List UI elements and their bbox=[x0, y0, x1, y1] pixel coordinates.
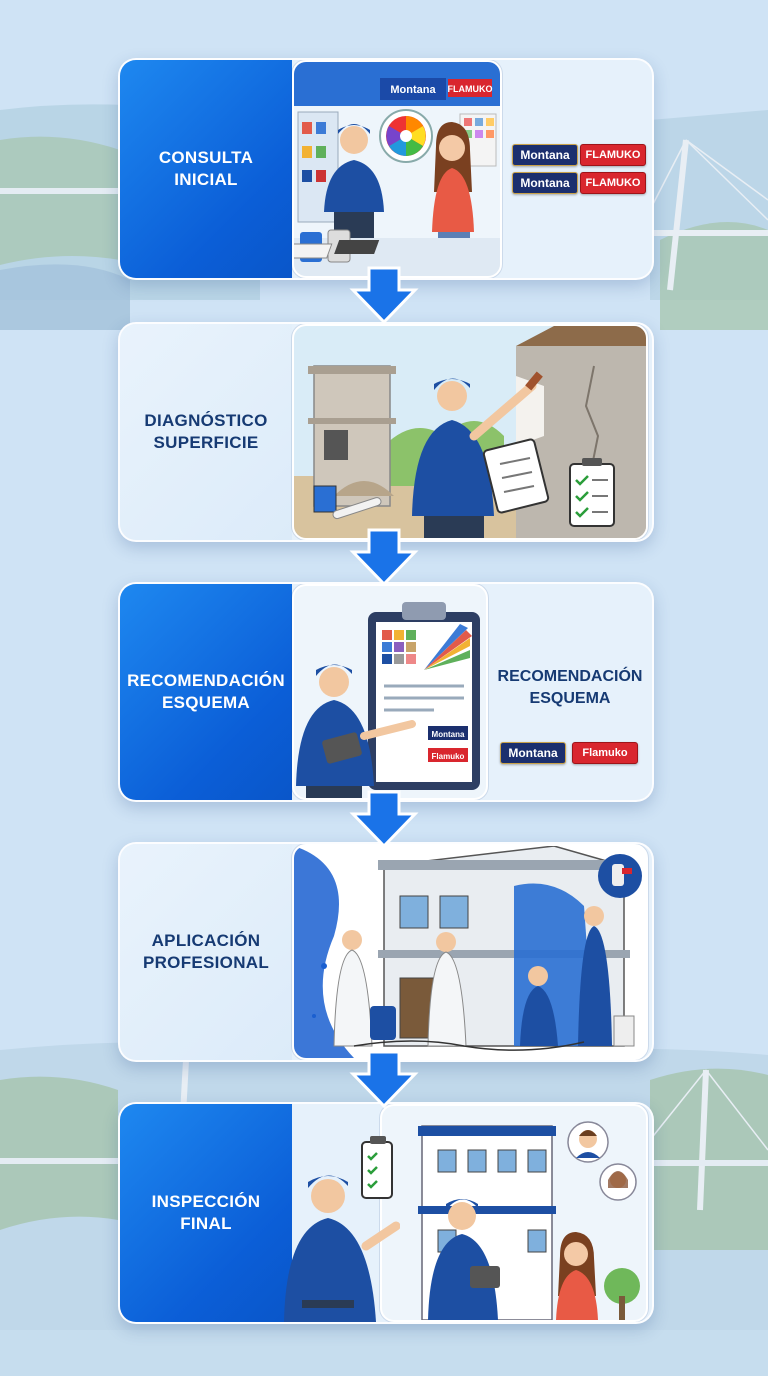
step-side-label: RECOMENDACIÓN ESQUEMA bbox=[497, 668, 643, 707]
store-sign-flamuko: FLAMUKO bbox=[448, 84, 493, 94]
illustration-store-consultation: Montana FLAMUKO bbox=[292, 60, 502, 278]
step-label-area: DIAGNÓSTICO SUPERFICIE bbox=[120, 324, 292, 540]
step-label-area: INSPECCIÓN FINAL bbox=[120, 1104, 292, 1322]
step-card-inspeccion-final: INSPECCIÓN FINAL bbox=[118, 1102, 654, 1324]
step-card-consulta-inicial: CONSULTA INICIAL Montana FLAMUKO bbox=[118, 58, 654, 280]
down-arrow-icon bbox=[349, 528, 419, 586]
brand-logo-flamuko: FLAMUKO bbox=[580, 144, 646, 166]
illustration-recommendation: Montana Flamuko bbox=[292, 584, 488, 800]
illustration-professional-application bbox=[292, 844, 648, 1060]
step-label-area: CONSULTA INICIAL bbox=[120, 60, 292, 278]
step-label: RECOMENDACIÓN ESQUEMA bbox=[127, 671, 285, 712]
step-card-diagnostico-superficie: DIAGNÓSTICO SUPERFICIE bbox=[118, 322, 654, 542]
brand-logo-montana: Montana bbox=[512, 144, 578, 166]
step-label: CONSULTA INICIAL bbox=[158, 148, 254, 189]
mini-logo-flamuko: Flamuko bbox=[432, 752, 465, 761]
mini-logo-montana: Montana bbox=[432, 730, 465, 739]
step-label-area: RECOMENDACIÓN ESQUEMA bbox=[120, 584, 292, 800]
step-label-area: APLICACIÓN PROFESIONAL bbox=[120, 844, 292, 1060]
clipboard-checklist-icon bbox=[361, 1136, 393, 1199]
down-arrow-icon bbox=[349, 266, 419, 324]
avatar-icon bbox=[567, 1121, 609, 1163]
illustration-final-inspection bbox=[380, 1104, 648, 1322]
store-sign-montana: Montana bbox=[390, 84, 436, 96]
clipboard-checklist-icon bbox=[482, 438, 550, 514]
color-swatch-grid bbox=[382, 630, 416, 664]
step-label: DIAGNÓSTICO SUPERFICIE bbox=[144, 411, 268, 452]
brand-logo-flamuko: FLAMUKO bbox=[580, 172, 646, 194]
color-wheel-icon bbox=[386, 116, 426, 156]
step-label: INSPECCIÓN FINAL bbox=[151, 1192, 261, 1233]
down-arrow-icon bbox=[349, 790, 419, 848]
spray-gun-icon bbox=[598, 854, 642, 898]
brand-logo-flamuko: Flamuko bbox=[572, 742, 638, 764]
illustration-inspector-with-checklist bbox=[284, 1136, 400, 1322]
clipboard-checklist-icon bbox=[569, 458, 615, 527]
avatar-icon bbox=[599, 1163, 637, 1201]
down-arrow-icon bbox=[349, 1050, 419, 1108]
brand-logo-montana: Montana bbox=[500, 742, 566, 764]
step-card-aplicacion-profesional: APLICACIÓN PROFESIONAL bbox=[118, 842, 654, 1062]
brand-logo-montana: Montana bbox=[512, 172, 578, 194]
step-card-recomendacion-esquema: RECOMENDACIÓN ESQUEMA Montana Flamuko bbox=[118, 582, 654, 802]
illustration-surface-diagnosis bbox=[292, 324, 648, 540]
step-label: APLICACIÓN PROFESIONAL bbox=[142, 931, 270, 972]
